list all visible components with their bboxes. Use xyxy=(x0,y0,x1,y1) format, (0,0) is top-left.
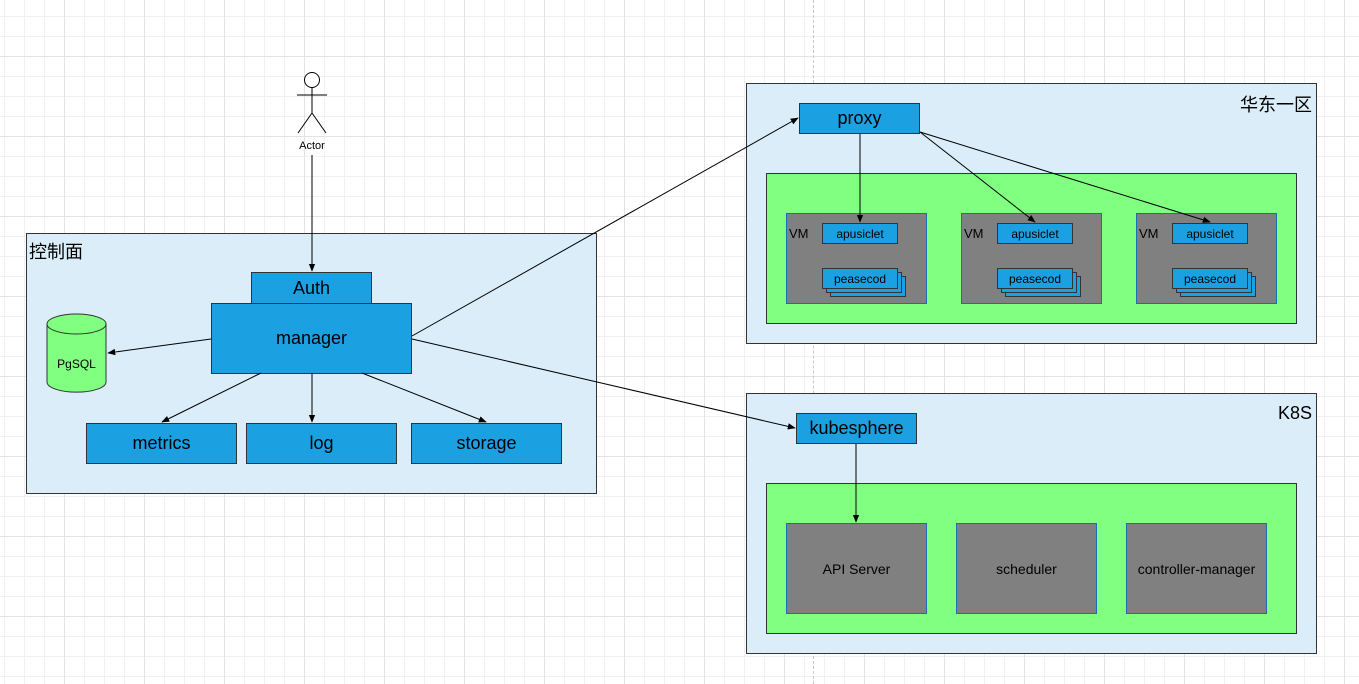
apusiclet-node[interactable]: apusiclet xyxy=(822,223,898,244)
apusiclet-label: apusiclet xyxy=(836,226,884,241)
controller-manager-label: controller-manager xyxy=(1137,560,1256,577)
peasecod-label: peasecod xyxy=(1008,271,1062,286)
k8s-zone-title: K8S xyxy=(1277,403,1312,423)
api-server-node[interactable]: API Server xyxy=(786,523,927,614)
actor[interactable]: Actor xyxy=(290,70,334,156)
control-plane-title: 控制面 xyxy=(29,242,83,262)
manager-node[interactable]: manager xyxy=(211,303,412,374)
apusiclet-node[interactable]: apusiclet xyxy=(997,223,1073,244)
auth-label: Auth xyxy=(292,277,331,298)
apusiclet-label: apusiclet xyxy=(1186,226,1234,241)
peasecod-stack[interactable]: peasecod xyxy=(997,268,1073,289)
storage-node[interactable]: storage xyxy=(411,423,562,464)
peasecod-stack[interactable]: peasecod xyxy=(1172,268,1248,289)
actor-label: Actor xyxy=(299,140,325,152)
storage-label: storage xyxy=(456,433,517,453)
vm-label: VM xyxy=(1139,226,1159,241)
peasecod-label: peasecod xyxy=(1183,271,1237,286)
scheduler-label: scheduler xyxy=(996,560,1057,577)
database-cylinder-icon xyxy=(46,313,107,393)
peasecod-stack[interactable]: peasecod xyxy=(822,268,898,289)
actor-figure-icon xyxy=(297,72,327,134)
metrics-label: metrics xyxy=(132,433,191,453)
controller-manager-node[interactable]: controller-manager xyxy=(1126,523,1267,614)
apusiclet-node[interactable]: apusiclet xyxy=(1172,223,1248,244)
kubesphere-node[interactable]: kubesphere xyxy=(796,413,917,444)
scheduler-node[interactable]: scheduler xyxy=(956,523,1097,614)
log-label: log xyxy=(309,433,334,453)
auth-node[interactable]: Auth xyxy=(251,272,372,304)
metrics-node[interactable]: metrics xyxy=(86,423,237,464)
east-zone-title: 华东一区 xyxy=(1240,95,1312,115)
peasecod-label: peasecod xyxy=(833,271,887,286)
api-server-label: API Server xyxy=(822,560,891,577)
vm-label: VM xyxy=(789,226,809,241)
vm-label: VM xyxy=(964,226,984,241)
pgsql-database[interactable]: PgSQL xyxy=(46,313,107,393)
pgsql-label: PgSQL xyxy=(57,357,96,371)
proxy-label: proxy xyxy=(837,108,882,128)
manager-label: manager xyxy=(275,328,348,348)
kubesphere-label: kubesphere xyxy=(809,418,904,438)
apusiclet-label: apusiclet xyxy=(1011,226,1059,241)
log-node[interactable]: log xyxy=(246,423,397,464)
proxy-node[interactable]: proxy xyxy=(799,103,920,134)
